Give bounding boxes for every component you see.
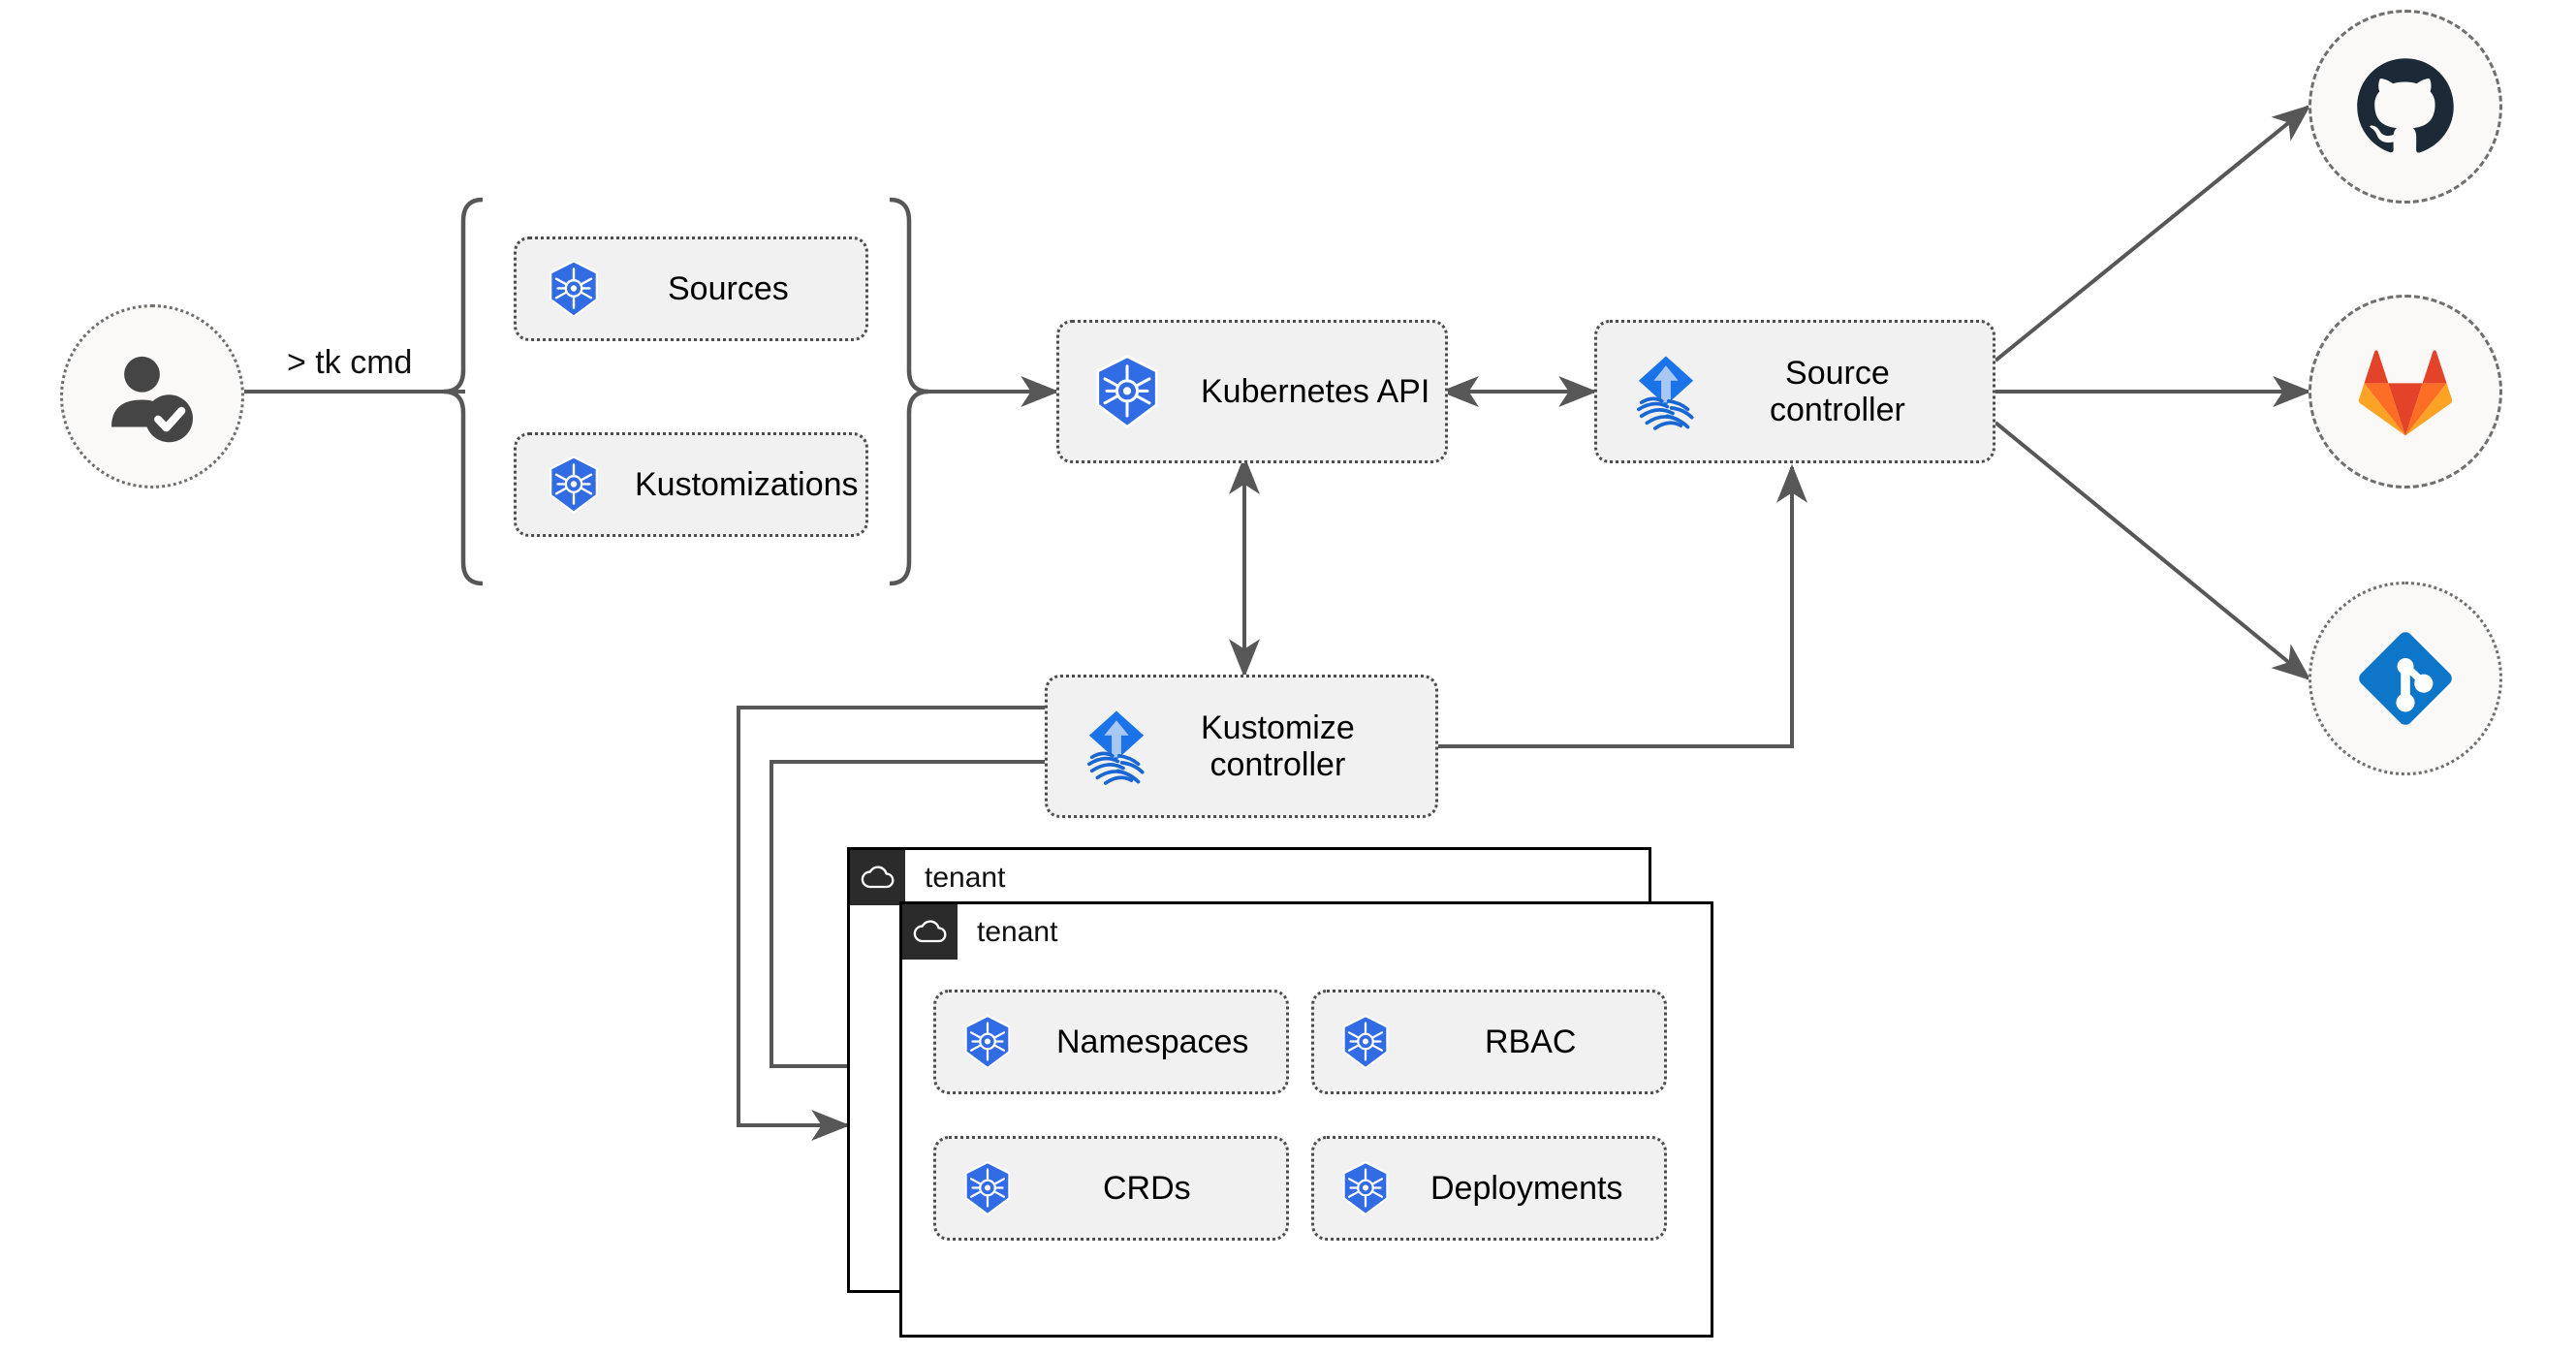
resource-box-kustomizations[interactable]: Kustomizations [514,432,868,537]
tenant-resource-label: CRDs [1103,1169,1191,1207]
resource-label: Kustomizations [635,465,859,503]
source-controller-line-2: controller [1770,392,1905,428]
gitlab-icon [2351,337,2460,446]
tenant-resource-namespaces[interactable]: Namespaces [933,990,1289,1094]
kustomize-controller-label: Kustomize controller [1201,709,1355,783]
tenant-title: tenant [925,861,1006,894]
kustomize-controller-line-1: Kustomize [1201,709,1355,746]
kubernetes-icon [958,1012,1018,1072]
tenant-titlebar: tenant [902,904,1057,960]
provider-git[interactable] [2309,582,2502,775]
user-node[interactable] [60,304,244,488]
command-label: > tk cmd [287,344,413,381]
cloud-icon [902,904,958,960]
edge-source-to-git [1994,421,2311,681]
tenant-resource-label: Deployments [1430,1169,1623,1207]
kubernetes-api-label: Kubernetes API [1201,372,1430,410]
kubernetes-icon [958,1158,1018,1218]
resource-box-sources[interactable]: Sources [514,236,868,341]
source-controller-node[interactable]: Source controller [1594,320,1995,463]
kubernetes-icon [1086,351,1168,432]
kubernetes-api-node[interactable]: Kubernetes API [1056,320,1448,463]
tenant-resource-rbac[interactable]: RBAC [1311,990,1667,1094]
kubernetes-icon [1335,1158,1396,1218]
tenant-resource-deployments[interactable]: Deployments [1311,1136,1667,1241]
kubernetes-icon [542,257,606,321]
kubernetes-icon [542,453,606,517]
source-controller-label: Source controller [1770,355,1905,428]
flux-icon [1073,703,1160,790]
source-controller-line-1: Source [1785,354,1890,392]
brace-left [443,197,484,586]
tenant-window-front[interactable]: tenant [899,901,1713,1338]
cloud-icon [850,850,905,905]
flux-icon [1622,348,1710,435]
edge-source-to-github [1994,104,2311,362]
tenant-resource-label: Namespaces [1056,1023,1249,1060]
github-icon [2348,49,2463,164]
tenant-title: tenant [977,915,1058,948]
resource-label: Sources [668,269,789,307]
kustomize-controller-node[interactable]: Kustomize controller [1045,675,1438,818]
provider-gitlab[interactable] [2309,295,2502,488]
kustomize-controller-line-2: controller [1209,746,1346,783]
provider-github[interactable] [2309,10,2502,204]
git-icon [2348,621,2463,736]
edge-kustomize-to-source-controller [1438,463,1807,748]
tenant-titlebar: tenant [850,850,1005,905]
tenant-resource-label: RBAC [1485,1023,1577,1060]
user-verified-icon [98,342,206,451]
tenant-resource-crds[interactable]: CRDs [933,1136,1289,1241]
kubernetes-icon [1335,1012,1396,1072]
brace-right [889,197,929,586]
